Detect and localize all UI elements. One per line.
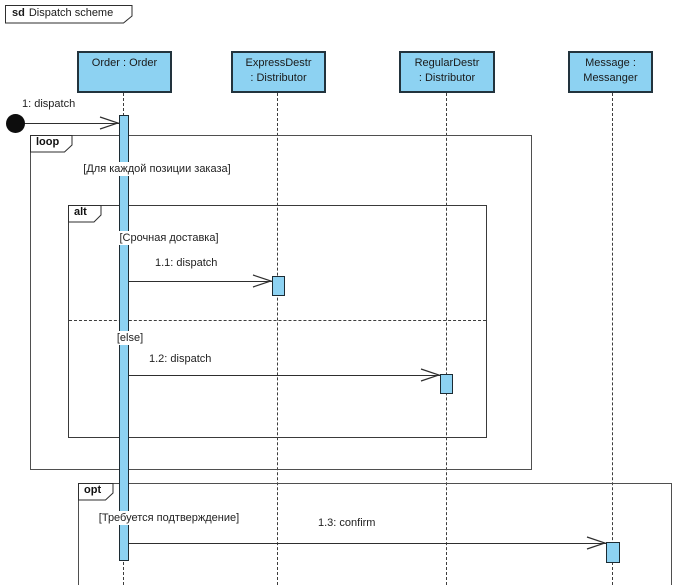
opt-operator-label: opt (84, 484, 102, 496)
lifeline-head-expressdestr[interactable]: ExpressDestr : Distributor (231, 51, 326, 93)
message-1-1-line[interactable] (129, 281, 272, 282)
lifeline-head-label: Message : (585, 57, 636, 69)
message-1-2-arrowhead (420, 368, 440, 382)
alt-operator-label: alt (74, 206, 87, 218)
opt-guard: [Требуется подтверждение] (89, 511, 249, 525)
alt-operator-tab[interactable]: alt (68, 205, 102, 226)
message-1-2-label[interactable]: 1.2: dispatch (149, 353, 212, 365)
title-pentagon-outline (5, 5, 133, 24)
activation-message[interactable] (606, 542, 620, 563)
message-1-label[interactable]: 1: dispatch (22, 98, 76, 110)
loop-guard: [Для каждой позиции заказа] (57, 162, 257, 176)
loop-pentagon-outline (30, 135, 73, 153)
opt-pentagon-outline (78, 483, 114, 501)
message-1-1-arrowhead (252, 274, 272, 288)
alt-pentagon-outline (68, 205, 102, 223)
message-1-3-label[interactable]: 1.3: confirm (318, 517, 376, 529)
alt-operand-divider (69, 320, 486, 321)
activation-regulardestr[interactable] (440, 374, 453, 394)
lifeline-head-label: ExpressDestr (245, 57, 312, 69)
alt-guard-urgent: [Срочная доставка] (99, 231, 239, 245)
lifeline-head-order[interactable]: Order : Order (77, 51, 172, 93)
alt-guard-else: [else] (103, 331, 157, 345)
lifeline-regulardestr (446, 93, 447, 585)
lifeline-expressdestr (277, 93, 278, 585)
title-keyword: sd (12, 7, 25, 19)
message-1-line[interactable] (24, 123, 119, 124)
message-1-3-line[interactable] (129, 543, 606, 544)
message-1-1-label[interactable]: 1.1: dispatch (155, 257, 218, 269)
loop-operator-label: loop (36, 136, 60, 148)
activation-expressdestr[interactable] (272, 276, 285, 296)
lifeline-head-label: : Distributor (250, 72, 307, 84)
lifeline-head-regulardestr[interactable]: RegularDestr : Distributor (399, 51, 495, 93)
lifeline-message (612, 93, 613, 585)
lifeline-head-label: Order : Order (91, 57, 158, 69)
opt-fragment-frame[interactable] (78, 483, 672, 585)
opt-operator-tab[interactable]: opt (78, 483, 114, 504)
message-1-2-line[interactable] (129, 375, 440, 376)
lifeline-head-message[interactable]: Message : Messanger (568, 51, 653, 93)
message-1-arrowhead (99, 116, 119, 130)
message-1-3-arrowhead (586, 536, 606, 550)
found-message-dot[interactable] (6, 114, 25, 133)
lifeline-head-label: Messanger (583, 72, 638, 84)
lifeline-head-label: : Distributor (418, 72, 476, 84)
lifeline-head-label: RegularDestr (414, 57, 480, 69)
title-name: Dispatch scheme (28, 7, 114, 19)
alt-fragment-frame[interactable] (68, 205, 487, 438)
loop-fragment-frame[interactable] (30, 135, 532, 470)
loop-operator-tab[interactable]: loop (30, 135, 73, 156)
